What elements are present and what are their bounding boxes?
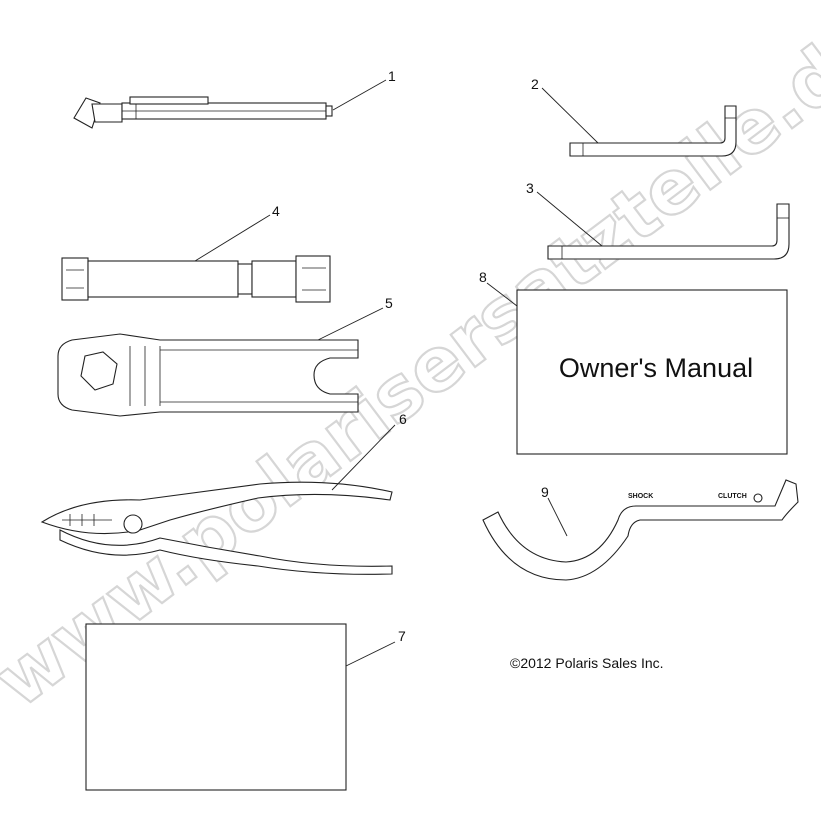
- callouts: 1 2 3 4 5 6 7 8 9: [272, 68, 549, 644]
- callout-9: 9: [541, 484, 549, 500]
- part-8-owners-manual-icon: Owner's Manual: [516, 289, 788, 455]
- callout-4: 4: [272, 203, 280, 219]
- callout-6: 6: [399, 411, 407, 427]
- manual-title: Owner's Manual: [559, 353, 753, 383]
- callout-5: 5: [385, 295, 393, 311]
- clutch-marking: CLUTCH: [718, 493, 747, 500]
- callout-2: 2: [531, 76, 539, 92]
- part-5-combination-wrench-icon: [57, 333, 359, 417]
- callout-1: 1: [388, 68, 396, 84]
- callout-7: 7: [398, 628, 406, 644]
- part-9-spanner-wrench-icon: SHOCK CLUTCH: [482, 479, 799, 581]
- callout-8: 8: [479, 269, 487, 285]
- part-4-socket-wrench-icon: [61, 255, 331, 303]
- callout-3: 3: [526, 180, 534, 196]
- part-6-pliers-icon: [40, 481, 393, 575]
- part-7-card-icon: [85, 623, 347, 791]
- leader-lines: [194, 79, 603, 667]
- part-3-hex-key-large-icon: [547, 203, 790, 260]
- copyright-text: ©2012 Polaris Sales Inc.: [510, 655, 664, 671]
- shock-marking: SHOCK: [628, 493, 653, 500]
- part-2-hex-key-small-icon: [569, 105, 737, 157]
- part-1-tire-gauge-icon: [73, 96, 333, 129]
